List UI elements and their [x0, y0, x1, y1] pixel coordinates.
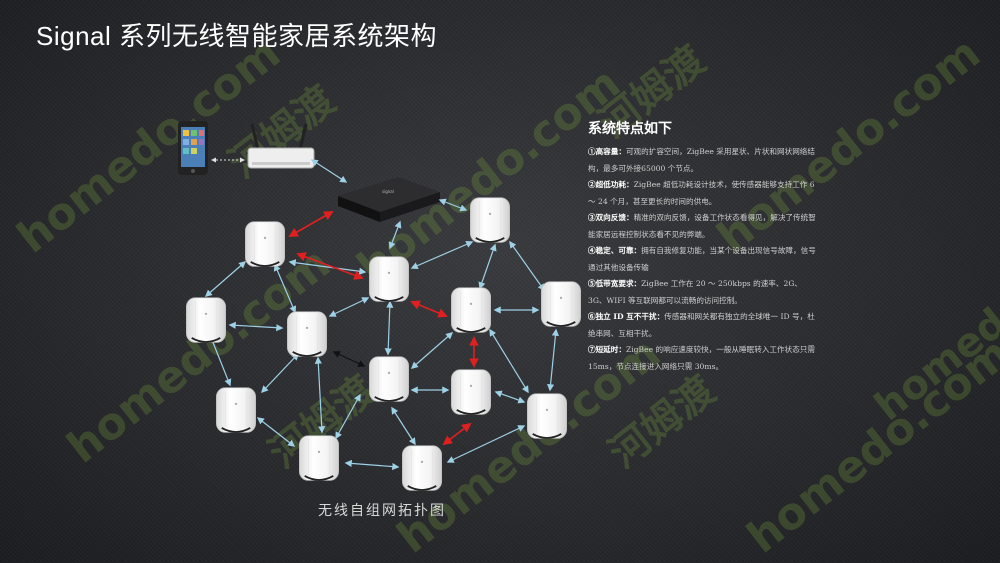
feature-text: 拥有自我修复功能，当某个设备出现信号故障，信号通过其他设备传输: [588, 246, 816, 272]
feature-item: ②超低功耗：ZigBee 超低功耗设计技术，使传感器能够支持工作 6 ～ 24 …: [588, 177, 820, 210]
diagram-caption: 无线自组网拓扑图: [318, 503, 446, 519]
feature-text: ZigBee 超低功耗设计技术，使传感器能够支持工作 6 ～ 24 个月，甚至更…: [588, 180, 815, 206]
zigbee-node-icon: [215, 386, 257, 434]
feature-item: ③双向反馈：精准的双向反馈，设备工作状态看得见，解决了传统智能家居远程控制状态看…: [588, 210, 820, 243]
feature-name: ④稳定、可靠：: [588, 246, 642, 255]
zigbee-node-icon: [185, 296, 227, 344]
zigbee-node-icon: [450, 368, 492, 416]
page-title: Signal 系列无线智能家居系统架构: [36, 21, 437, 51]
wifi-router-icon: [247, 123, 315, 169]
feature-name: ⑥独立 ID 互不干扰：: [588, 312, 665, 321]
zigbee-nodes: [185, 196, 582, 492]
feature-text: 可观的扩容空间，ZigBee 采用星状、片状和网状网络结构，最多可外接65000…: [588, 147, 815, 173]
feature-text: ZigBee 工作在 20 ～ 250kbps 的速率、2G、3G、WIFI 等…: [588, 279, 802, 305]
svg-text:signal: signal: [382, 189, 394, 194]
zigbee-node-icon: [540, 280, 582, 328]
zigbee-node-icon: [526, 392, 568, 440]
feature-name: ⑦短延时：: [588, 345, 626, 354]
zigbee-node-icon: [450, 286, 492, 334]
smartphone-icon: [178, 121, 208, 175]
feature-name: ①高容量：: [588, 147, 626, 156]
zigbee-node-icon: [244, 220, 286, 268]
feature-item: ④稳定、可靠：拥有自我修复功能，当某个设备出现信号故障，信号通过其他设备传输: [588, 243, 820, 276]
features-heading: 系统特点如下: [588, 121, 672, 137]
feature-name: ⑤低带宽要求：: [588, 279, 642, 288]
feature-name: ③双向反馈：: [588, 213, 634, 222]
feature-text: ZigBee 的响应速度较快，一般从睡眠转入工作状态只需 15ms，节点连接进入…: [588, 345, 815, 371]
feature-item: ⑦短延时：ZigBee 的响应速度较快，一般从睡眠转入工作状态只需 15ms，节…: [588, 342, 820, 375]
zigbee-node-icon: [286, 310, 328, 358]
zigbee-node-icon: [368, 355, 410, 403]
zigbee-node-icon: [401, 444, 443, 492]
feature-text: 传感器和网关都有独立的全球唯一 ID 号，杜绝串网、互相干扰。: [588, 312, 815, 338]
feature-text: 精准的双向反馈，设备工作状态看得见，解决了传统智能家居远程控制状态看不见的弊端。: [588, 213, 816, 239]
zigbee-node-icon: [368, 255, 410, 303]
feature-item: ⑥独立 ID 互不干扰：传感器和网关都有独立的全球唯一 ID 号，杜绝串网、互相…: [588, 309, 820, 342]
feature-item: ①高容量：可观的扩容空间，ZigBee 采用星状、片状和网状网络结构，最多可外接…: [588, 144, 820, 177]
feature-name: ②超低功耗：: [588, 180, 634, 189]
feature-item: ⑤低带宽要求：ZigBee 工作在 20 ～ 250kbps 的速率、2G、3G…: [588, 276, 820, 309]
features-panel: 系统特点如下 ①高容量：可观的扩容空间，ZigBee 采用星状、片状和网状网络结…: [588, 118, 820, 375]
zigbee-node-icon: [469, 196, 511, 244]
gateway-hub-icon: signal: [338, 177, 440, 222]
zigbee-node-icon: [298, 434, 340, 482]
